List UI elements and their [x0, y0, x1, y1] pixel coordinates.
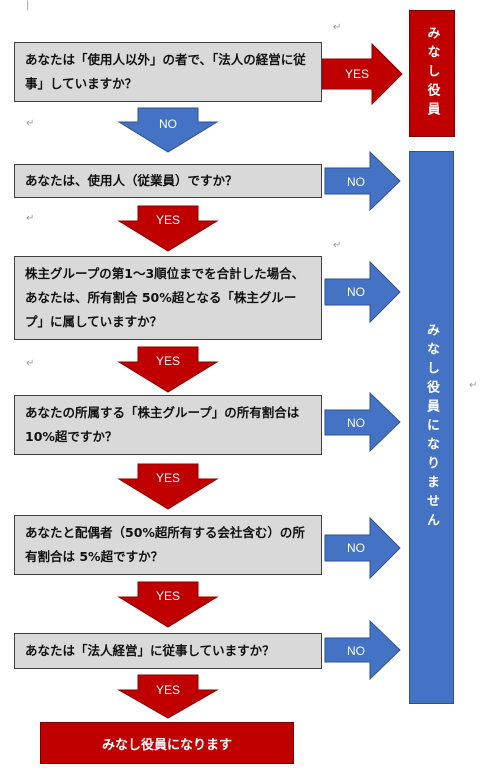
- question-text-4: あなたの所属する「株主グループ」の所有割合は 10%超ですか？: [25, 405, 304, 444]
- yes-arrow-down-2: [117, 205, 219, 252]
- question-text-1: あなたは「使用人以外」の者で、「法人の経営に従事」していますか？: [25, 52, 306, 91]
- yes-label-4: YES: [155, 471, 180, 485]
- question-text-5: あなたと配偶者（50%超所有する会社含む）の所有割合は 5%超ですか？: [25, 525, 305, 564]
- no-label-6: NO: [347, 644, 365, 658]
- question-box-3: 株主グループの第1〜3順位までを合計した場合、あなたは、所有割合 50%超となる…: [14, 256, 322, 340]
- yes-arrow-down-4: [117, 463, 219, 510]
- yes-label-1: YES: [344, 67, 369, 81]
- question-text-2: あなたは、使用人（従業員）ですか？: [25, 173, 238, 188]
- question-box-4: あなたの所属する「株主グループ」の所有割合は 10%超ですか？: [14, 395, 322, 455]
- question-box-1: あなたは「使用人以外」の者で、「法人の経営に従事」していますか？: [14, 42, 322, 102]
- return-mark-2: ↵: [26, 118, 35, 129]
- no-arrow-right-4: [324, 391, 401, 453]
- yes-label-6: YES: [155, 683, 180, 697]
- final-result-box: みなし役員になります: [40, 722, 294, 764]
- return-mark-6: ↵: [469, 380, 478, 391]
- no-label-2: NO: [347, 175, 365, 189]
- question-text-6: あなたは「法人経営」に従事していますか？: [25, 643, 275, 658]
- question-box-5: あなたと配偶者（50%超所有する会社含む）の所有割合は 5%超ですか？: [14, 515, 322, 575]
- return-mark-1: ↵: [333, 22, 342, 33]
- yes-label-5: YES: [155, 589, 180, 603]
- final-result-text: みなし役員になります: [101, 737, 232, 753]
- return-mark-4: ↵: [26, 358, 35, 369]
- no-arrow-right-3: [324, 260, 401, 324]
- result-no-text: みなし役員になりません: [424, 323, 439, 532]
- yes-arrow-down-6: [117, 674, 219, 719]
- result-mina-shi-yakuin: みなし役員: [409, 10, 455, 137]
- no-arrow-right-2: [324, 150, 401, 212]
- yes-label-3: YES: [155, 354, 180, 368]
- no-label-3: NO: [347, 285, 365, 299]
- yes-arrow-right: [321, 42, 403, 106]
- yes-label-2: YES: [155, 213, 180, 227]
- return-mark-5: ↵: [333, 240, 342, 251]
- result-yes-text: みなし役員: [424, 26, 440, 121]
- no-arrow-down: [117, 107, 219, 153]
- cursor-mark: |: [26, 0, 30, 11]
- no-label-4: NO: [347, 416, 365, 430]
- yes-arrow-down-5: [117, 581, 219, 628]
- question-text-3: 株主グループの第1〜3順位までを合計した場合、あなたは、所有割合 50%超となる…: [25, 266, 305, 329]
- result-not-mina-shi-yakuin: みなし役員になりません: [409, 151, 454, 704]
- no-arrow-right-5: [324, 516, 401, 580]
- no-label-5: NO: [347, 541, 365, 555]
- return-mark-3: ↵: [26, 213, 35, 224]
- question-box-2: あなたは、使用人（従業員）ですか？: [14, 164, 322, 198]
- yes-arrow-down-3: [117, 346, 219, 393]
- question-box-6: あなたは「法人経営」に従事していますか？: [14, 633, 322, 669]
- no-arrow-right-6: [324, 619, 401, 681]
- no-label-1: NO: [159, 117, 177, 131]
